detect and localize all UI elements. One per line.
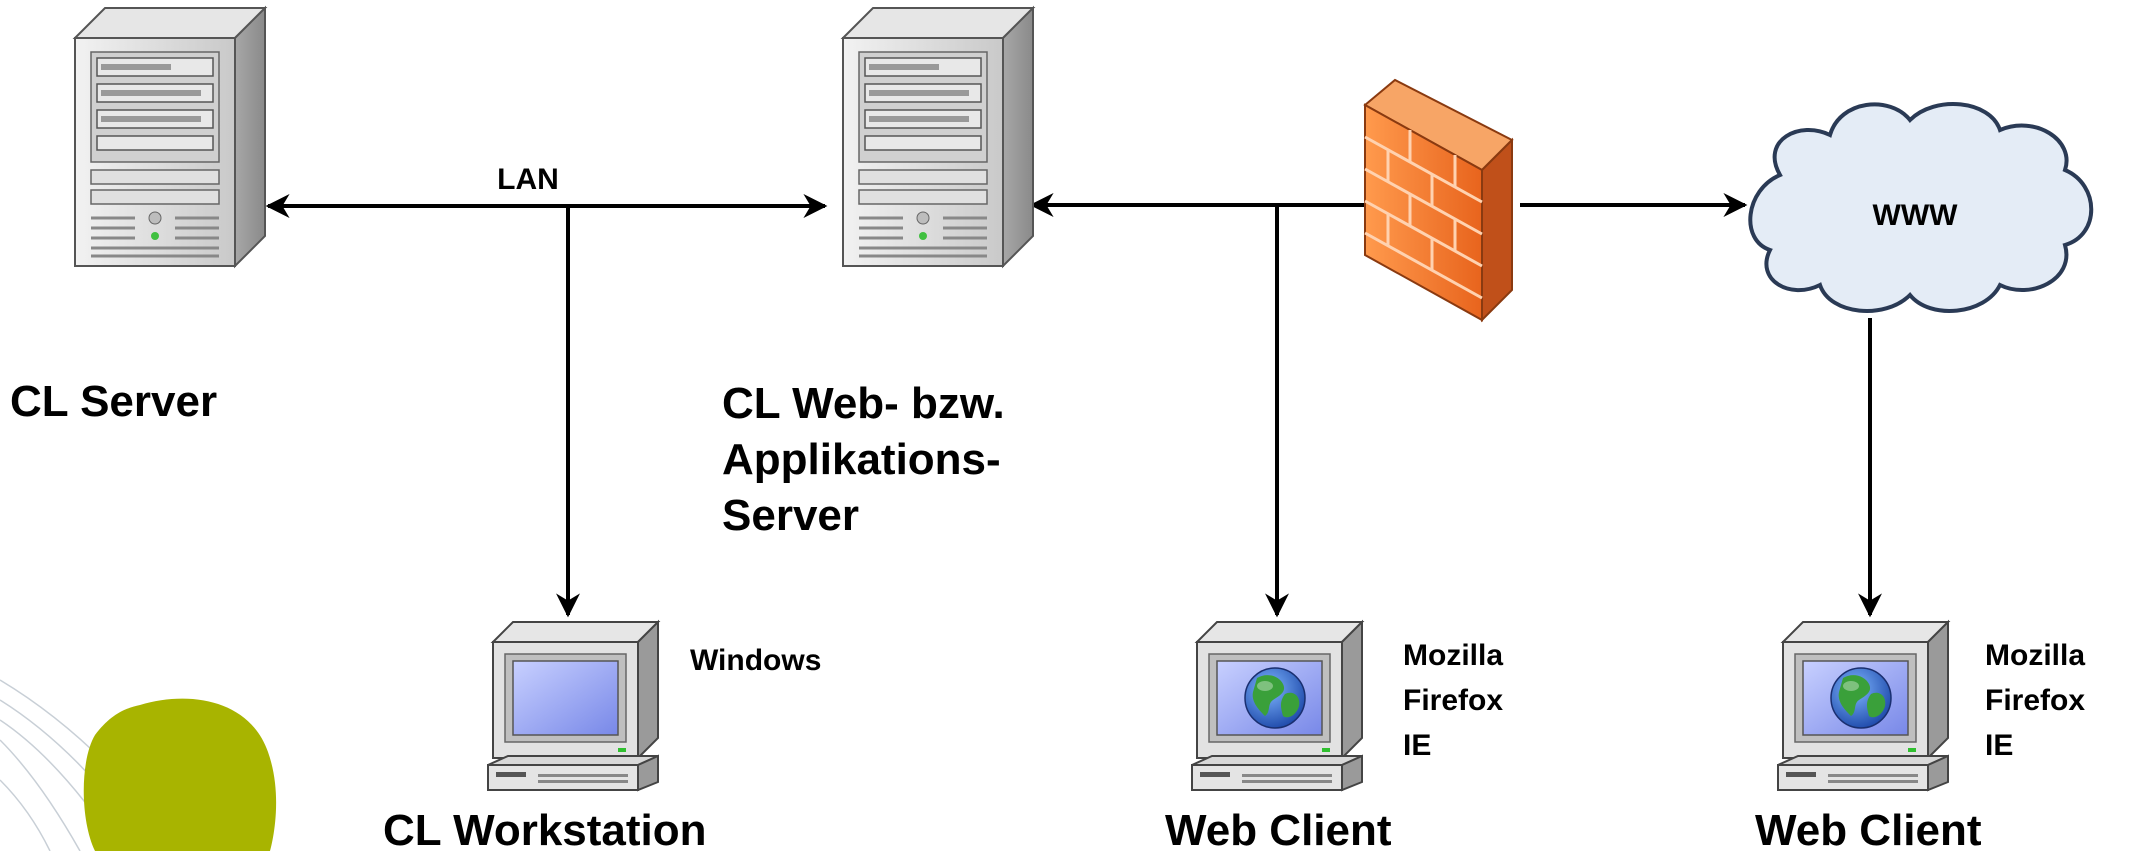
lan-label: LAN xyxy=(497,163,559,196)
web-client-intranet: Mozilla Firefox IE Web Client xyxy=(1165,621,1503,851)
globe-icon xyxy=(1244,667,1306,729)
browser-1: Mozilla xyxy=(1403,639,1503,672)
workstation-os: Windows xyxy=(690,644,821,677)
cl-server: CL Server xyxy=(10,6,267,426)
web-app-server: CL Web- bzw. Applikations- Server xyxy=(722,6,1035,540)
cloud: WWW xyxy=(1748,102,2094,313)
firewall-icon xyxy=(1363,78,1514,323)
browser-2: Firefox xyxy=(1403,684,1503,717)
web-app-server-label-line-3: Server xyxy=(722,491,859,540)
globe-icon xyxy=(1830,667,1892,729)
browser-3: IE xyxy=(1403,729,1431,762)
web-app-server-label-line-2: Applikations- xyxy=(722,435,1001,484)
cl-workstation: Windows CL Workstation xyxy=(383,621,821,851)
workstation-label: CL Workstation xyxy=(383,806,707,851)
web-client-label: Web Client xyxy=(1165,806,1392,851)
cloud-icon xyxy=(1748,102,2094,313)
cl-server-label: CL Server xyxy=(10,377,217,426)
computer-icon xyxy=(487,621,659,791)
web-client-label: Web Client xyxy=(1755,806,1982,851)
cloud-label: WWW xyxy=(1873,199,1959,232)
web-app-server-label-line-1: CL Web- bzw. xyxy=(722,379,1005,428)
decorative-blob xyxy=(83,698,277,851)
server-icon xyxy=(841,6,1035,268)
web-client-internet: Mozilla Firefox IE Web Client xyxy=(1755,621,2085,851)
connections xyxy=(265,193,1882,618)
browser-2: Firefox xyxy=(1985,684,2085,717)
browser-1: Mozilla xyxy=(1985,639,2085,672)
server-icon xyxy=(73,6,267,268)
firewall xyxy=(1363,78,1514,323)
browser-3: IE xyxy=(1985,729,2013,762)
